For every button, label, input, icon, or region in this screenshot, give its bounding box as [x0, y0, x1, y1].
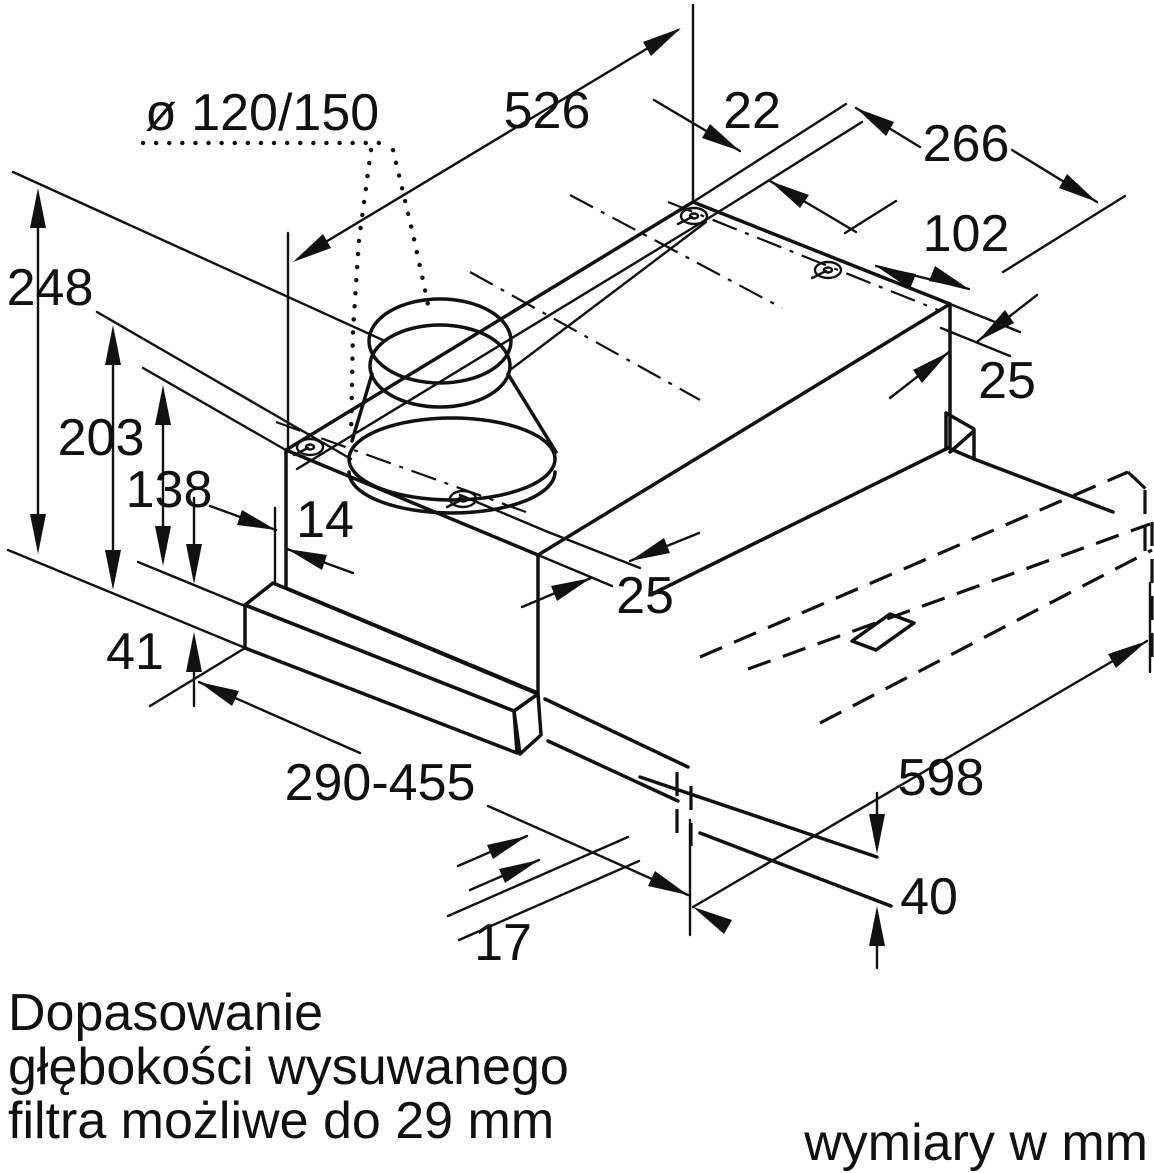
- screw-icon: [445, 489, 478, 509]
- screw-icon: [810, 260, 843, 280]
- note-line-1: Dopasowanie: [8, 984, 323, 1042]
- dim-label-total-height: 248: [7, 259, 94, 317]
- screw-icon: [676, 206, 709, 226]
- mounting-screws: [292, 206, 843, 509]
- front-strip: [243, 581, 916, 908]
- extension-lines: [6, 3, 1152, 937]
- dim-label-right-flange: 25: [978, 352, 1036, 410]
- centerline-front: [275, 420, 527, 514]
- note-line-3: filtra możliwe do 29 mm: [8, 1092, 554, 1150]
- dim-label-duct-diameter: ø 120/150: [145, 84, 379, 142]
- notes: Dopasowanie głębokości wysuwanego filtra…: [8, 984, 1148, 1172]
- dim-label-strip-height: 41: [106, 623, 164, 681]
- diameter-leader: [140, 140, 432, 440]
- pullout-drawer-dashed: [699, 470, 1154, 725]
- dim-label-panel-drop: 40: [900, 868, 958, 926]
- dimension-lines: [30, 28, 1149, 970]
- units-label: wymiary w mm: [803, 1114, 1148, 1172]
- dim-label-front-flange: 25: [616, 567, 674, 625]
- dim-label-back-flange: 22: [723, 82, 781, 140]
- dim-label-screw-offset: 102: [923, 205, 1010, 263]
- dim-label-pullout-adjust: 290-455: [285, 754, 476, 812]
- dim-label-body-height: 203: [58, 409, 145, 467]
- switch-plate: [850, 612, 916, 652]
- dim-label-top-width: 526: [504, 82, 591, 140]
- centerline-top-b: [469, 271, 701, 401]
- hood-body: [275, 102, 1115, 695]
- dimension-labels: ø 120/150 526 22 266 102 25 248 203 138 …: [7, 82, 1036, 972]
- dim-label-top-depth: 266: [923, 115, 1010, 173]
- dim-label-front-height: 138: [126, 461, 213, 519]
- dim-label-panel-thickness: 17: [474, 914, 532, 972]
- duct-collar: [347, 297, 558, 515]
- centerline-top-a: [569, 194, 783, 309]
- dim-label-pullout-depth: 598: [898, 749, 985, 807]
- note-line-2: głębokości wysuwanego: [8, 1038, 569, 1096]
- centerline-back: [667, 200, 939, 312]
- dim-label-side-inset: 14: [296, 491, 354, 549]
- screw-icon: [292, 437, 325, 457]
